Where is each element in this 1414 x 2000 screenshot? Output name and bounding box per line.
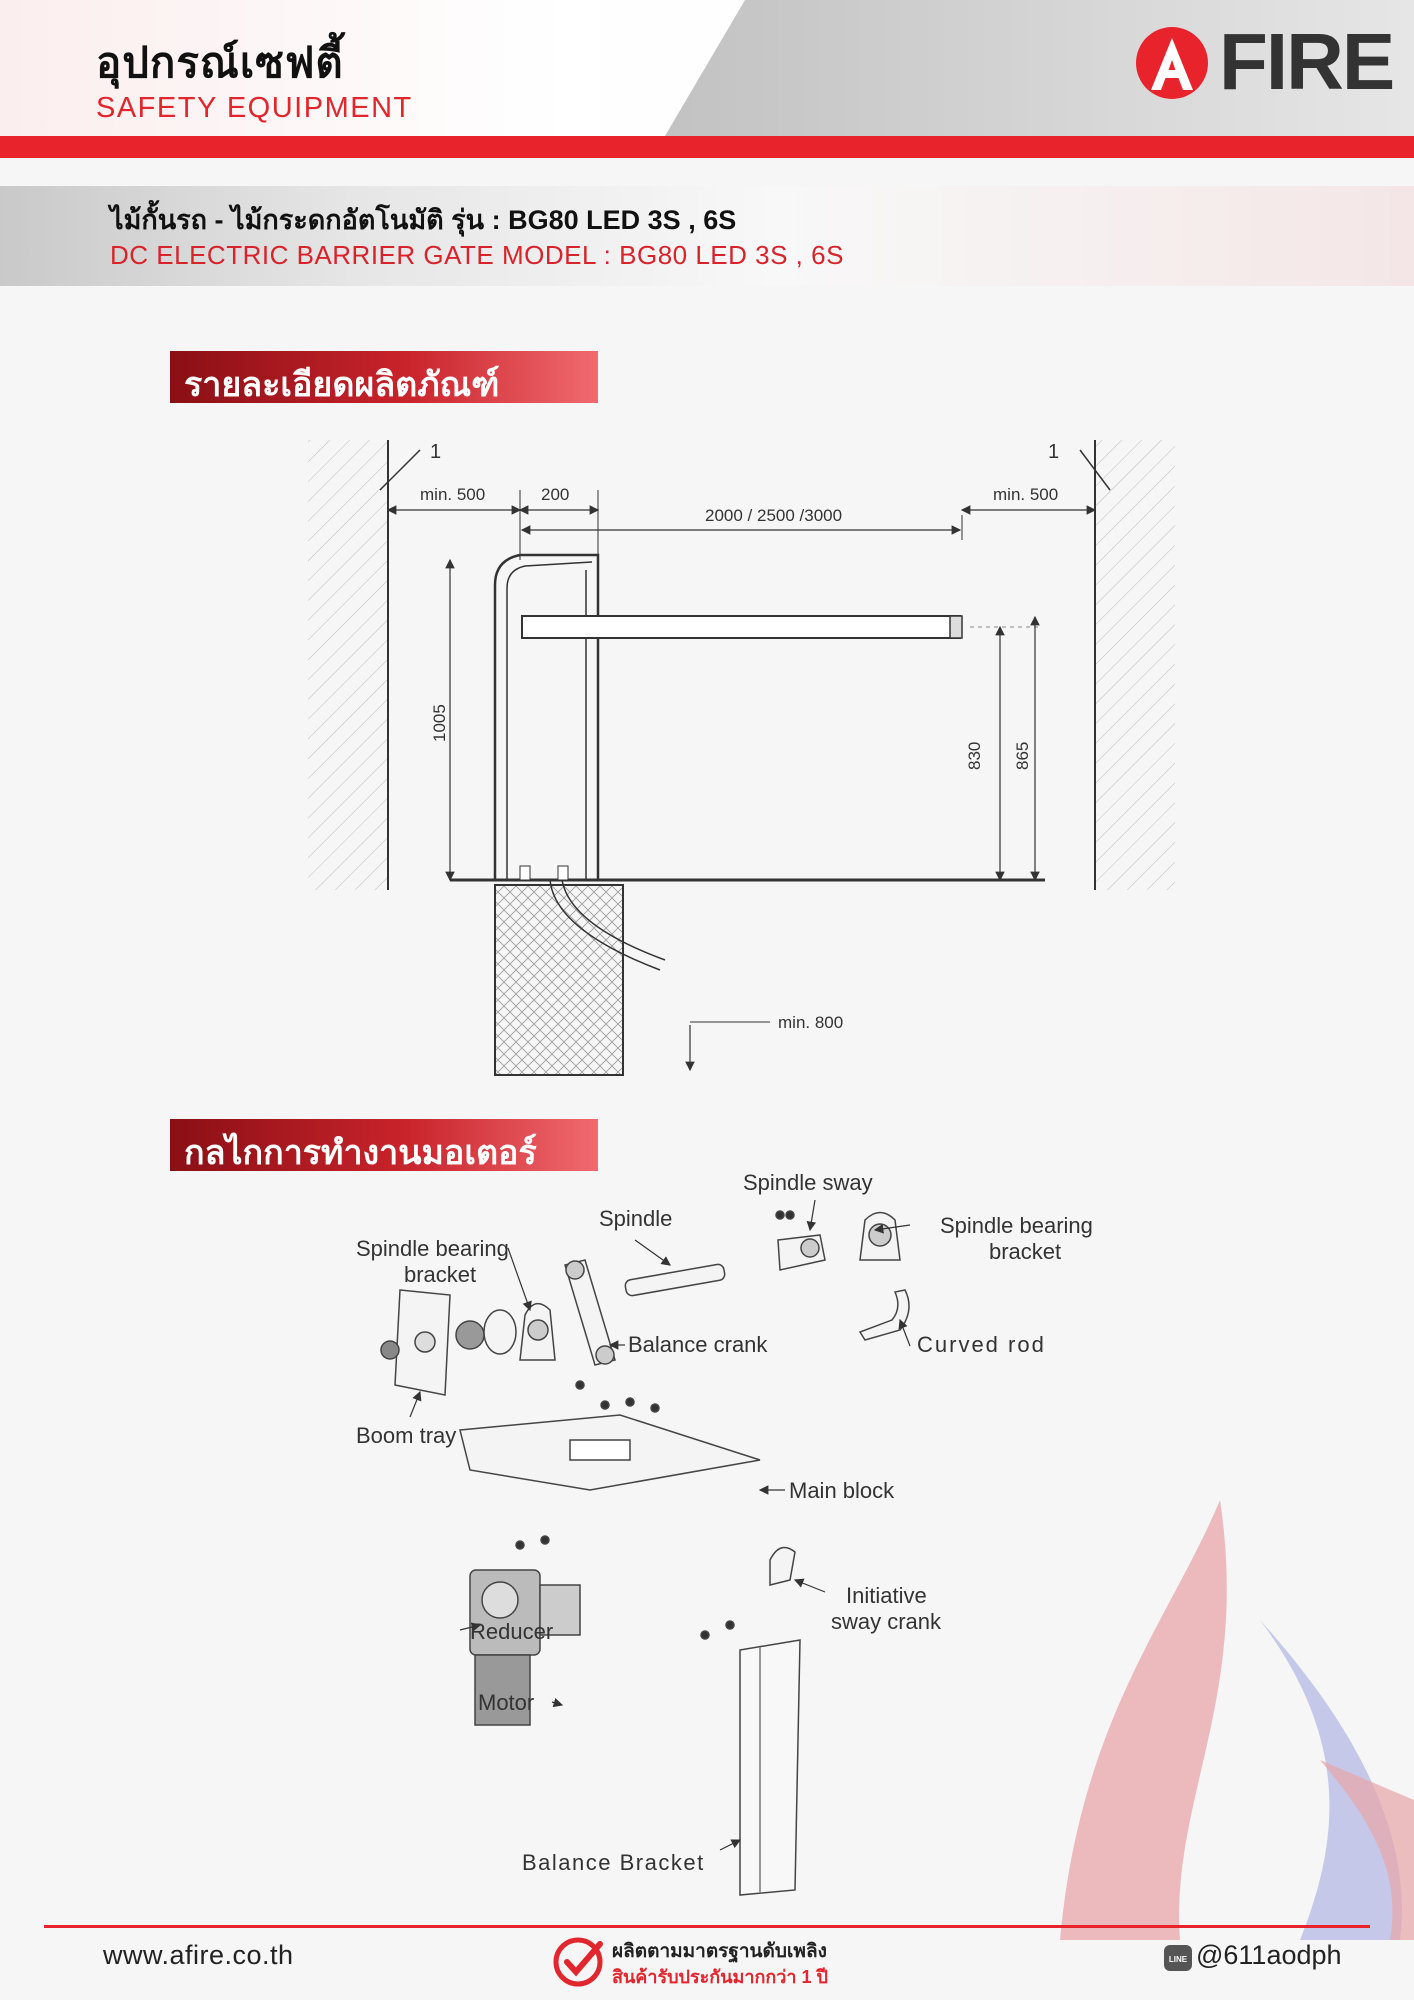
label-initiative-1: Initiative: [846, 1583, 927, 1608]
wall-right-label: 1: [1048, 441, 1059, 463]
logo-a-icon: [1136, 27, 1208, 99]
header-red-bar: [0, 136, 1414, 158]
section-tag-mechanism: กลไกการทำงานมอเตอร์: [170, 1119, 598, 1172]
label-reducer: Reducer: [470, 1619, 553, 1644]
footer-certification: ผลิตตามมาตรฐานดับเพลิง สินค้ารับประกันมา…: [550, 1934, 870, 1990]
flame-decoration: [1060, 1500, 1414, 1940]
footer-website[interactable]: www.afire.co.th: [103, 1940, 294, 1970]
label-motor: Motor: [478, 1690, 534, 1715]
exploded-view-diagram: Spindle sway Spindle Spindle bearing bra…: [356, 1170, 1093, 1896]
logo-text: FIRE: [1219, 17, 1395, 106]
dim-left-clearance: min. 500: [420, 485, 485, 504]
section-tag-details: รายละเอียดผลิตภัณฑ์: [170, 351, 598, 404]
check-badge-icon: [553, 1937, 603, 1987]
model-band: [0, 186, 1414, 286]
label-bearing-bracket-left-1: Spindle bearing: [356, 1236, 509, 1261]
header-title-thai: อุปกรณ์เซฟตี้: [96, 39, 344, 86]
dimension-drawing: 1 1 min. 500 200 2000 / 2500 /3000 min. …: [308, 440, 1175, 1076]
label-main-block: Main block: [789, 1478, 895, 1503]
label-bearing-bracket-right-2: bracket: [989, 1239, 1061, 1264]
svg-text:LINE: LINE: [1169, 1955, 1188, 1964]
afire-logo[interactable]: FIRE: [1135, 22, 1395, 102]
cert-line-1: ผลิตตามมาตรฐานดับเพลิง: [612, 1941, 827, 1962]
cert-line-2: สินค้ารับประกันมากกว่า 1 ปี: [612, 1967, 828, 1987]
label-boom-tray: Boom tray: [356, 1423, 456, 1448]
label-balance-bracket: Balance Bracket: [522, 1850, 705, 1875]
footer-divider: [44, 1925, 1370, 1928]
label-spindle-sway: Spindle sway: [743, 1170, 873, 1195]
label-initiative-2: sway crank: [831, 1609, 942, 1634]
model-title-thai: ไม้กั้นรถ - ไม้กระดกอัตโนมัติ รุ่น : BG8…: [110, 205, 737, 235]
label-bearing-bracket-right-1: Spindle bearing: [940, 1213, 1093, 1238]
model-title-english: DC ELECTRIC BARRIER GATE MODEL : BG80 LE…: [110, 240, 844, 270]
dim-foundation-depth: min. 800: [778, 1013, 843, 1032]
footer-line-id[interactable]: @611aodph: [1196, 1940, 1342, 1970]
dim-cabinet-width: 200: [541, 485, 569, 504]
label-curved-rod: Curved rod: [917, 1332, 1046, 1357]
dim-right-clearance: min. 500: [993, 485, 1058, 504]
header-title-english: SAFETY EQUIPMENT: [96, 92, 413, 124]
dim-boom-height: 830: [965, 742, 984, 770]
dim-boom-length: 2000 / 2500 /3000: [705, 506, 842, 525]
wall-left-label: 1: [430, 441, 441, 463]
line-app-icon: LINE: [1164, 1945, 1192, 1971]
label-balance-crank: Balance crank: [628, 1332, 768, 1357]
label-bearing-bracket-left-2: bracket: [404, 1262, 476, 1287]
dim-top-height: 865: [1013, 742, 1032, 770]
label-spindle: Spindle: [599, 1206, 672, 1231]
dim-cabinet-height: 1005: [430, 704, 449, 742]
header-grey-panel: [665, 0, 1414, 136]
